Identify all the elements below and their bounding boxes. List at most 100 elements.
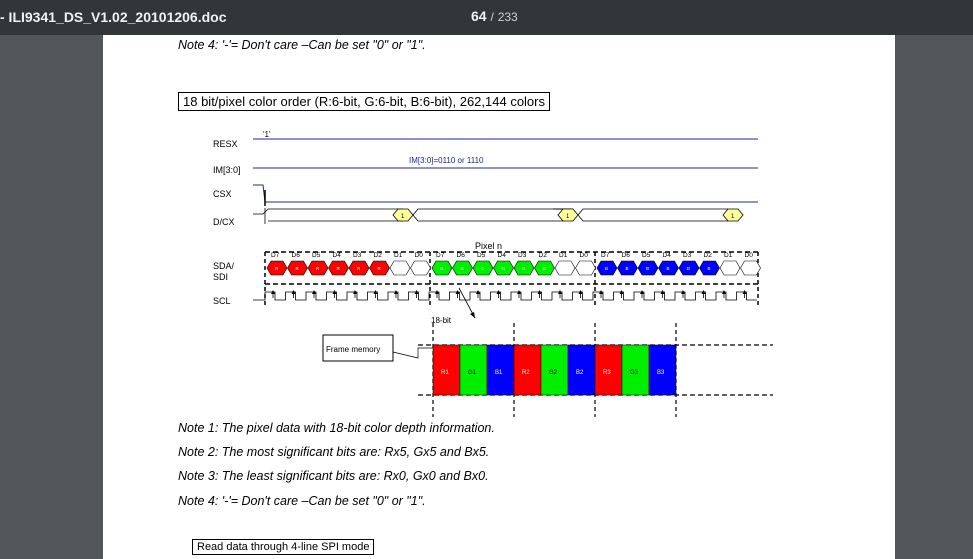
dcx-value: 1 [401, 214, 405, 220]
bit-label: D3 [353, 252, 362, 259]
bit-label: D4 [663, 252, 672, 259]
scl-arrow [394, 290, 398, 294]
scl-arrow [332, 290, 337, 294]
frame-memory-cell [621, 344, 650, 396]
pixel-n-label: Pixel n [475, 241, 502, 251]
scl-arrow [681, 290, 685, 294]
sda-blue-bit-cell [658, 260, 679, 276]
scl-arrow [660, 290, 665, 294]
frame-memory-cell-label: B1 [495, 370, 503, 376]
bit-label: D5 [642, 252, 651, 259]
total-pages: 233 [497, 10, 518, 24]
sda-cell-letter: R [275, 266, 279, 271]
sda-red-bit-cell [287, 260, 308, 276]
section-heading: 18 bit/pixel color order (R:6-bit, G:6-b… [178, 92, 550, 111]
sda-cell-letter: G [543, 266, 547, 271]
bit-label: D7 [271, 252, 280, 259]
current-page-number[interactable]: 64 [471, 8, 487, 24]
scl-arrow [414, 290, 419, 294]
sda-blue-bit-cell [678, 260, 700, 276]
sda-cell-letter: G [440, 266, 444, 271]
scl-arrow [435, 290, 439, 294]
dcx-value: 1 [566, 214, 570, 220]
sda-blue-bit-cell [637, 260, 659, 276]
sda-cell-letter: G [461, 266, 465, 271]
frame-memory-cell [567, 344, 596, 396]
sda-blue-bit-cell [699, 260, 720, 276]
scl-arrow [476, 290, 480, 294]
scl-arrow [291, 290, 296, 294]
frame-memory-cell [486, 344, 515, 396]
scl-arrow [701, 290, 706, 294]
sda-green-bit-cell [513, 260, 535, 276]
bit-label: D5 [477, 252, 486, 259]
scl-arrow [312, 290, 316, 294]
bit-label: D6 [457, 252, 466, 259]
sda-red-bit-cell [369, 260, 390, 276]
bit-label: D7 [436, 252, 445, 259]
document-page: Note 4: '-'= Don't care –Can be set "0" … [103, 35, 895, 559]
next-section-heading: Read data through 4-line SPI mode [192, 539, 375, 555]
bus-label: 18-bit [431, 316, 452, 325]
document-title: - ILI9341_DS_V1.02_20101206.doc [0, 9, 227, 25]
pdf-toolbar: - ILI9341_DS_V1.02_20101206.doc 64 / 233 [0, 0, 973, 35]
bit-label: D4 [498, 252, 507, 259]
sda-red-bit-cell [410, 260, 431, 276]
sda-blue-bit-cell [617, 260, 638, 276]
bit-label: D6 [292, 252, 301, 259]
sda-red-bit-cell [328, 260, 349, 276]
sda-cell-letter: B [687, 266, 690, 271]
bit-label: D3 [518, 252, 527, 259]
sda-cell-letter: B [667, 266, 670, 271]
sda-green-bit-cell [452, 260, 473, 276]
resx-value: '1' [263, 130, 271, 139]
scl-arrow [517, 290, 521, 294]
page-counter[interactable]: 64 / 233 [471, 8, 518, 24]
bit-label: D2 [539, 252, 548, 259]
scl-arrow [271, 290, 275, 294]
signal-label-dcx: D/CX [213, 217, 235, 227]
sda-cell-letter: G [522, 266, 526, 271]
scl-arrow [455, 290, 460, 294]
bit-label: D1 [394, 252, 403, 259]
sda-green-bit-cell [472, 260, 494, 276]
scl-arrow [722, 290, 726, 294]
sda-cell-letter: B [605, 266, 608, 271]
sda-green-bit-cell [534, 260, 555, 276]
bit-label: D0 [415, 252, 424, 259]
bit-label: D7 [601, 252, 610, 259]
scl-arrow [640, 290, 644, 294]
note-3: Note 3: The least significant bits are: … [178, 469, 489, 483]
sda-cell-letter: B [708, 266, 711, 271]
im-value: IM[3:0]=0110 or 1110 [409, 156, 484, 165]
frame-memory-cell [648, 344, 677, 396]
signal-label-scl: SCL [213, 296, 231, 306]
bit-label: D1 [559, 252, 568, 259]
scl-arrow [353, 290, 357, 294]
bit-label: D4 [333, 252, 342, 259]
sda-cell-letter: R [357, 266, 361, 271]
note-top: Note 4: '-'= Don't care –Can be set "0" … [178, 38, 426, 52]
sda-cell-letter: G [481, 266, 485, 271]
sda-red-bit-cell [266, 260, 288, 276]
sda-green-bit-cell [575, 260, 596, 276]
sda-blue-bit-cell [740, 260, 761, 276]
frame-memory-cell-label: G3 [630, 370, 639, 376]
sda-cell-letter: R [337, 266, 341, 271]
bit-label: D6 [622, 252, 631, 259]
bit-label: D3 [683, 252, 692, 259]
signal-label-sdi: SDI [213, 272, 228, 282]
frame-memory-cell [432, 344, 461, 396]
sda-green-bit-cell [431, 260, 453, 276]
sda-red-bit-cell [389, 260, 411, 276]
note-1: Note 1: The pixel data with 18-bit color… [178, 421, 495, 435]
scl-arrow [742, 290, 747, 294]
frame-memory-cell-label: B3 [657, 370, 665, 376]
scl-arrow [496, 290, 501, 294]
scl-arrow [537, 290, 542, 294]
sda-green-bit-cell [554, 260, 576, 276]
sda-red-bit-cell [307, 260, 329, 276]
bit-label: D1 [724, 252, 733, 259]
frame-memory-cell [513, 344, 542, 396]
sda-green-bit-cell [493, 260, 514, 276]
